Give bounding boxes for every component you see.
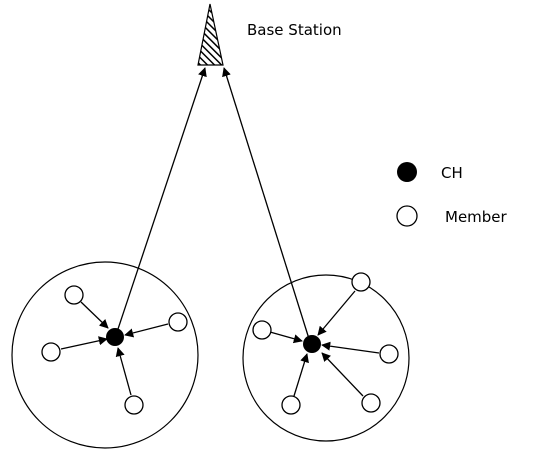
base-station: Base Station [197,3,342,66]
cluster-boundary [242,274,410,442]
base-station-label: Base Station [247,21,342,39]
uplinks [115,67,311,343]
member-link-arrow [60,336,108,350]
legend-member-symbol [396,205,418,227]
legend-ch-label: CH [441,164,463,182]
member-link-arrow [321,352,364,397]
member-link-arrow [269,331,303,344]
member-node [64,285,84,305]
member-node [379,344,399,364]
member-node [168,312,188,332]
legend: CH Member [396,162,508,227]
member-node [361,393,381,413]
cluster-right [242,272,410,442]
uplink-arrow-right [222,67,311,343]
member-node [41,342,61,362]
member-node [124,395,144,415]
member-link-arrow [124,323,169,338]
member-node [351,272,371,292]
uplink-arrow-left [115,67,207,336]
cluster-head-node [106,328,124,346]
legend-member-label: Member [445,208,508,226]
legend-ch-symbol [397,162,417,182]
member-node [252,320,272,340]
member-link-arrow [115,347,132,396]
member-link-arrow [321,341,380,354]
cluster-boundary [11,261,199,449]
member-node [281,395,301,415]
member-link-arrow [80,301,109,329]
member-link-arrow [293,353,309,397]
base-station-antenna-icon [197,3,224,66]
cluster-left [11,261,199,449]
member-link-arrow [317,290,356,336]
cluster-head-node [303,335,321,353]
